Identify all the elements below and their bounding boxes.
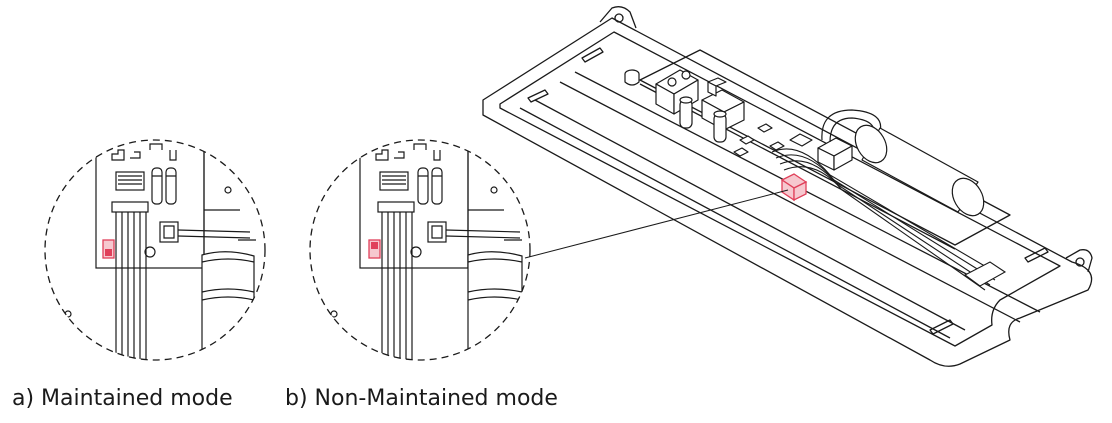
luminaire-base-plate <box>482 6 1093 367</box>
leader-line <box>524 189 789 259</box>
ribbon-cable <box>771 148 1007 291</box>
mode-switch-highlight <box>780 173 808 202</box>
caption-non-maintained-mode: b) Non-Maintained mode <box>285 386 558 411</box>
control-board-components <box>624 69 985 217</box>
detail-view-maintained <box>44 139 266 361</box>
caption-maintained-mode: a) Maintained mode <box>12 386 233 411</box>
detail-view-non-maintained <box>309 139 531 361</box>
